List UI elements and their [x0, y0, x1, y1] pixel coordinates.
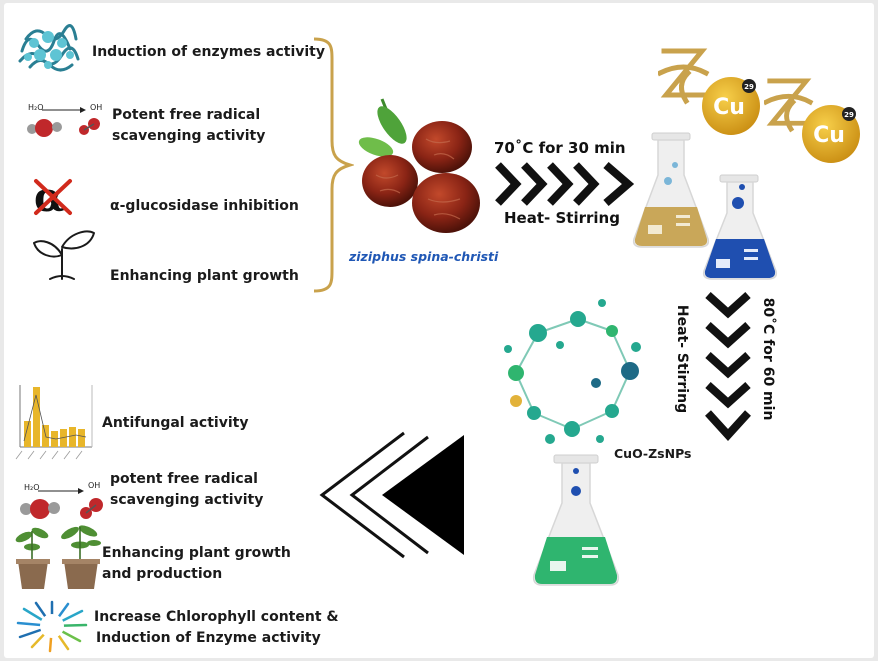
- copper-symbol-1: Cu: [713, 95, 745, 120]
- h2o-to-oh-molecule-icon: [27, 107, 100, 137]
- benefit-chlorophyll-line2: Induction of Enzyme activity: [96, 630, 321, 646]
- antifungal-bar-chart-thumbnail: [15, 385, 93, 460]
- left-pointing-arrowhead: [319, 431, 464, 559]
- step2-chevron-arrows: [705, 292, 751, 441]
- nanoparticle-label: CuO-ZsNPs: [614, 446, 692, 461]
- step2-temperature: 80˚C for 60 min: [760, 297, 776, 421]
- h2o-label-2: H₂O: [24, 483, 40, 492]
- potted-plants-image: [15, 525, 101, 589]
- oh-label: OH: [90, 103, 103, 112]
- benefit-growth-bottom-line1: Enhancing plant growth: [102, 545, 291, 561]
- benefit-enzyme-induction: Induction of enzymes activity: [92, 44, 326, 60]
- benefit-plant-growth: Enhancing plant growth: [110, 268, 299, 284]
- grouping-brace: [313, 37, 354, 293]
- copper-atomic-number-2: 29: [844, 111, 854, 119]
- green-flask-icon: [532, 454, 620, 586]
- diagram-canvas: Induction of enzymes activity H₂O OH Pot…: [4, 3, 874, 658]
- benefit-glucosidase: α-glucosidase inhibition: [110, 198, 299, 214]
- step1-chevron-arrows: [495, 161, 635, 207]
- benefit-radical-bottom-line2: scavenging activity: [110, 492, 264, 508]
- copper-symbol-2: Cu: [813, 123, 845, 148]
- jujube-fruits-image: [358, 98, 480, 233]
- step2-method: Heat- Stirring: [674, 304, 690, 414]
- benefit-growth-bottom-line2: and production: [102, 566, 223, 582]
- benefit-chlorophyll-line1: Increase Chlorophyll content &: [94, 609, 339, 625]
- sprout-icon: [33, 230, 95, 280]
- h2o-to-oh-molecule-icon-2: [20, 488, 103, 519]
- step1-temperature: 70˚C for 30 min: [494, 139, 626, 157]
- benefit-radical-bottom-line1: potent free radical: [110, 471, 258, 487]
- copper-element-coin-1: 29 Cu: [702, 77, 760, 135]
- plant-species-label: ziziphus spina-christi: [349, 249, 499, 264]
- benefit-antifungal: Antifungal activity: [102, 415, 249, 431]
- zs-monogram-logo-2: [764, 78, 814, 133]
- chlorophyll-radial-chart-icon: [16, 600, 88, 653]
- copper-element-coin-2: 29 Cu: [802, 105, 860, 163]
- benefit-radical-line1: Potent free radical: [112, 105, 260, 126]
- benefit-radical-line2: scavenging activity: [112, 126, 265, 147]
- copper-atomic-number-1: 29: [744, 83, 754, 91]
- enzyme-protein-icon: [18, 24, 80, 72]
- alpha-crossed-icon: α: [34, 175, 72, 219]
- tan-flask-icon: [632, 132, 710, 248]
- oh-label-2: OH: [88, 481, 101, 490]
- h2o-label: H₂O: [28, 103, 44, 112]
- zs-monogram-logo-1: [658, 48, 710, 105]
- cuo-nanoparticle-cluster: [504, 299, 641, 444]
- benefit-radical-text-2: scavenging activity: [112, 128, 266, 144]
- blue-flask-icon: [702, 174, 778, 280]
- step1-method: Heat- Stirring: [504, 209, 620, 227]
- benefit-radical-text: Potent free radical: [112, 107, 261, 123]
